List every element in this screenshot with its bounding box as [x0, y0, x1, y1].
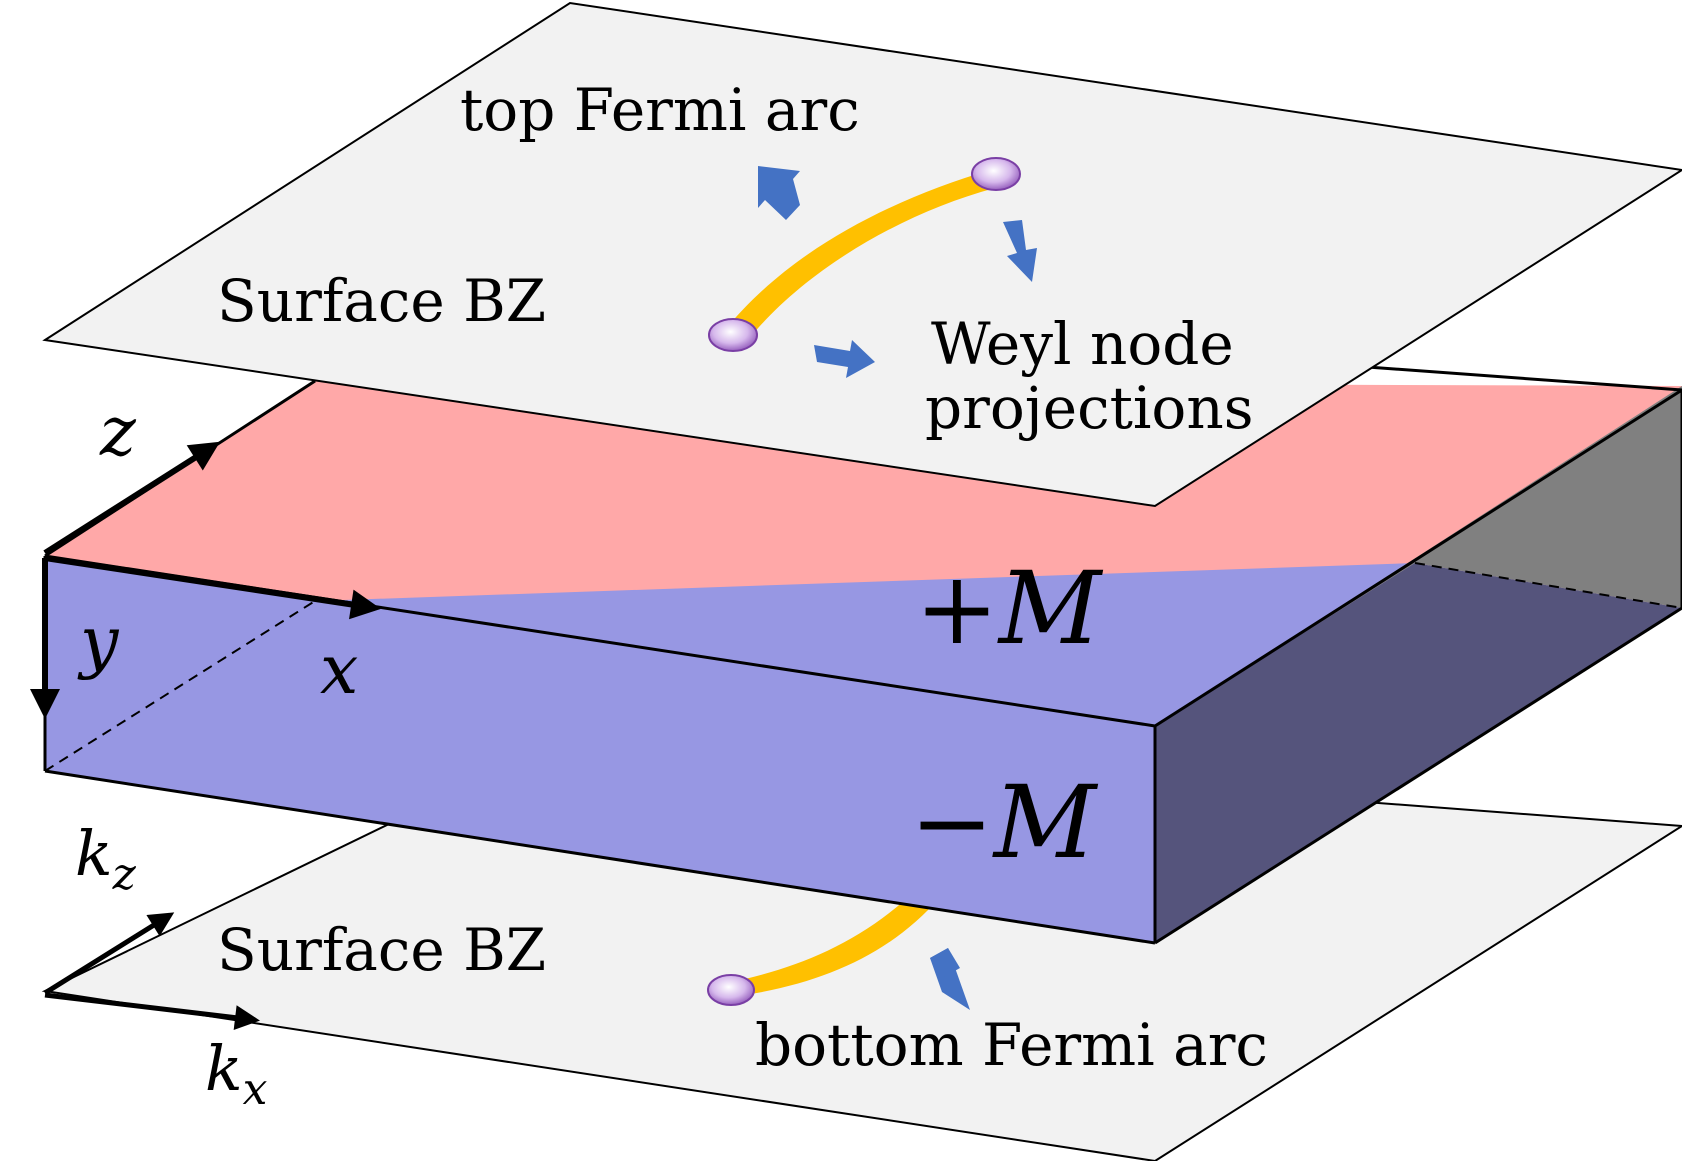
kx-axis-label: kx: [205, 1032, 268, 1115]
slab-side-bottom-edge: [1154, 606, 1682, 945]
kx-subscript: x: [243, 1064, 268, 1115]
top-fermi-arc: [725, 170, 995, 340]
minus-sign: −: [910, 764, 994, 881]
top-node-direction-arrow-1: [758, 166, 800, 220]
x-axis-arrow: [44, 555, 381, 620]
bottom-fermi-arc-label: bottom Fermi arc: [755, 1011, 1268, 1079]
m-symbol-bottom: M: [992, 764, 1099, 881]
top-surface-bz-label: Surface BZ: [217, 267, 546, 335]
plus-m-label: +M: [915, 550, 1104, 667]
bottom-surface-bz-label: Surface BZ: [217, 916, 546, 984]
minus-m-label: −M: [910, 764, 1099, 881]
slab-bottom-half-front: [45, 556, 1155, 943]
plus-sign: +: [915, 550, 999, 667]
slab-side-diagonal: [1154, 388, 1682, 728]
y-axis-label: y: [77, 603, 120, 682]
kx-axis-arrow: [44, 992, 260, 1031]
kz-letter: k: [75, 817, 113, 890]
slab-front-bottom-edge: [44, 769, 1156, 945]
x-axis-label: x: [320, 631, 358, 710]
kx-letter: k: [205, 1032, 243, 1105]
top-weyl-node-right: [971, 157, 1021, 191]
z-axis-label: z: [99, 393, 137, 472]
bottom-weyl-node: [707, 974, 755, 1006]
interface-dashed-left: [44, 600, 316, 772]
kz-subscript: z: [112, 849, 137, 900]
weyl-node-label-line2: projections: [925, 374, 1253, 442]
kz-axis-arrow: [43, 912, 175, 996]
weyl-node-label-line1: Weyl node: [931, 310, 1234, 378]
slab-side-bottom: [1155, 563, 1682, 943]
top-surface-bz-plane: [42, 1, 1682, 508]
bottom-arc-direction-arrow-stem: [930, 948, 960, 978]
bottom-fermi-arc: [727, 897, 940, 997]
interface-dashed-right: [1414, 562, 1682, 609]
top-node-direction-arrow-3: [814, 340, 875, 378]
top-weyl-node-left: [708, 318, 758, 352]
kz-axis-label: kz: [75, 817, 137, 900]
top-fermi-arc-label: top Fermi arc: [460, 76, 860, 144]
top-node-direction-arrow-2: [1003, 220, 1037, 282]
m-symbol-top: M: [997, 550, 1104, 667]
z-axis-arrow: [43, 441, 221, 556]
